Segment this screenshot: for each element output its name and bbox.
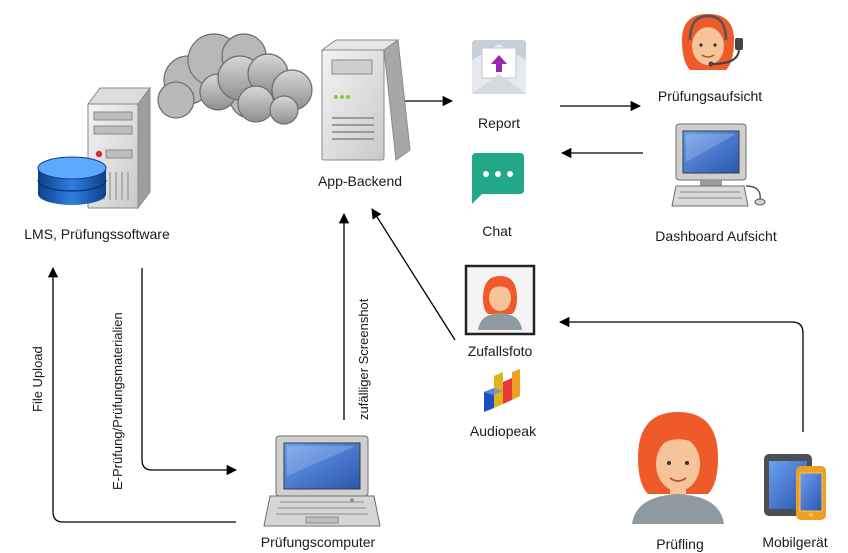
backend-tower-icon bbox=[320, 39, 411, 161]
photo-person-icon bbox=[464, 264, 536, 336]
chat-bubble-icon bbox=[472, 153, 524, 204]
edge-mobile-to-photo bbox=[558, 316, 804, 432]
edge-upload-to-lms bbox=[47, 266, 236, 523]
proctor-label: Prüfungsaufsicht bbox=[657, 88, 763, 104]
file-upload-label: File Upload bbox=[30, 346, 45, 412]
report-label: Report bbox=[477, 115, 521, 131]
laptop-icon bbox=[263, 435, 381, 527]
backend-label: App-Backend bbox=[317, 173, 403, 189]
examcomputer-label: Prüfungscomputer bbox=[260, 534, 376, 550]
desktop-computer-icon bbox=[671, 123, 766, 207]
bar-chart-icon bbox=[484, 369, 520, 412]
mobile-label: Mobilgerät bbox=[762, 534, 828, 550]
headset-person-icon bbox=[682, 14, 743, 70]
edge-materials-to-computer bbox=[141, 268, 238, 476]
database-icon bbox=[37, 156, 107, 205]
cloud-icon bbox=[157, 33, 313, 125]
person-icon bbox=[632, 412, 724, 524]
exam-materials-label: E-Prüfung/Prüfungsmaterialien bbox=[110, 312, 125, 490]
mobile-devices-icon bbox=[764, 454, 826, 520]
audiopeak-label: Audiopeak bbox=[469, 423, 537, 439]
edge-photo-to-backend bbox=[371, 208, 456, 341]
envelope-upload-icon bbox=[472, 40, 526, 94]
random-screenshot-label: zufälliger Screenshot bbox=[356, 298, 371, 420]
randomphoto-label: Zufallsfoto bbox=[467, 343, 533, 359]
examinee-label: Prüfling bbox=[656, 536, 704, 552]
chat-label: Chat bbox=[482, 223, 512, 239]
dashboard-label: Dashboard Aufsicht bbox=[655, 228, 777, 244]
edges bbox=[47, 95, 804, 523]
lms-label: LMS, Prüfungssoftware bbox=[24, 226, 170, 242]
